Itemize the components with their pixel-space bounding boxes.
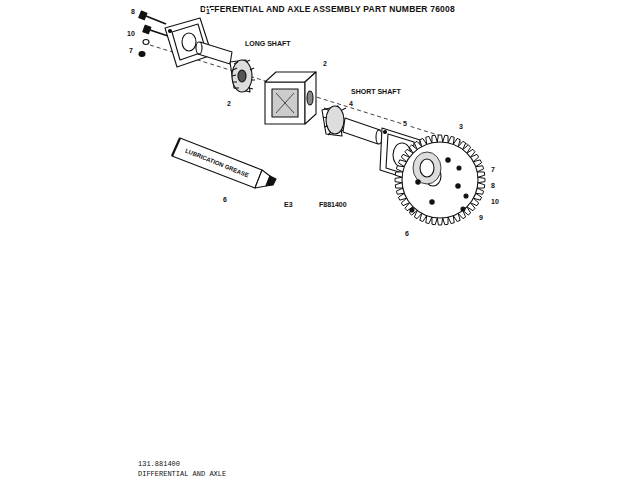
callout-number: 7 <box>490 166 496 173</box>
page-caption: DIFFERENTIAL AND AXLE <box>138 471 226 478</box>
differential-housing <box>265 72 316 124</box>
callout-number: 6 <box>222 196 228 203</box>
callout-number: 5 <box>402 120 408 127</box>
model-number: 131.881400 <box>138 461 180 468</box>
tube-text: LUBRICATION GREASE <box>184 148 249 179</box>
callout-number: 1 <box>205 8 211 15</box>
callout-number: 8 <box>130 8 136 15</box>
part-name: LONG SHAFT <box>244 40 292 47</box>
figure-code: F881400 <box>318 201 348 208</box>
callout-number: 8 <box>490 182 496 189</box>
callout-number: 9 <box>478 214 484 221</box>
bearing-plate <box>165 18 212 67</box>
callout-number: 6 <box>404 230 410 237</box>
callout-number: 7 <box>128 47 134 54</box>
part-name: SHORT SHAFT <box>350 88 402 95</box>
callout-number: 4 <box>348 100 354 107</box>
sprocket-gear <box>395 135 485 225</box>
long-shaft <box>196 42 232 64</box>
bolt-set <box>139 11 168 56</box>
grease-tube <box>172 138 276 188</box>
callout-number: 10 <box>490 198 500 205</box>
sprocket-teeth <box>395 135 485 225</box>
callout-number: 3 <box>458 123 464 130</box>
callout-number: 2 <box>322 60 328 67</box>
short-shaft <box>343 118 382 144</box>
bolt-set <box>410 166 468 212</box>
figure-code: E3 <box>283 201 294 208</box>
bevel-gear <box>230 60 255 92</box>
callout-number: 10 <box>126 30 136 37</box>
callout-number: 2 <box>226 100 232 107</box>
diagram-title: DIFFERENTIAL AND AXLE ASSEMBLY PART NUMB… <box>200 5 455 14</box>
